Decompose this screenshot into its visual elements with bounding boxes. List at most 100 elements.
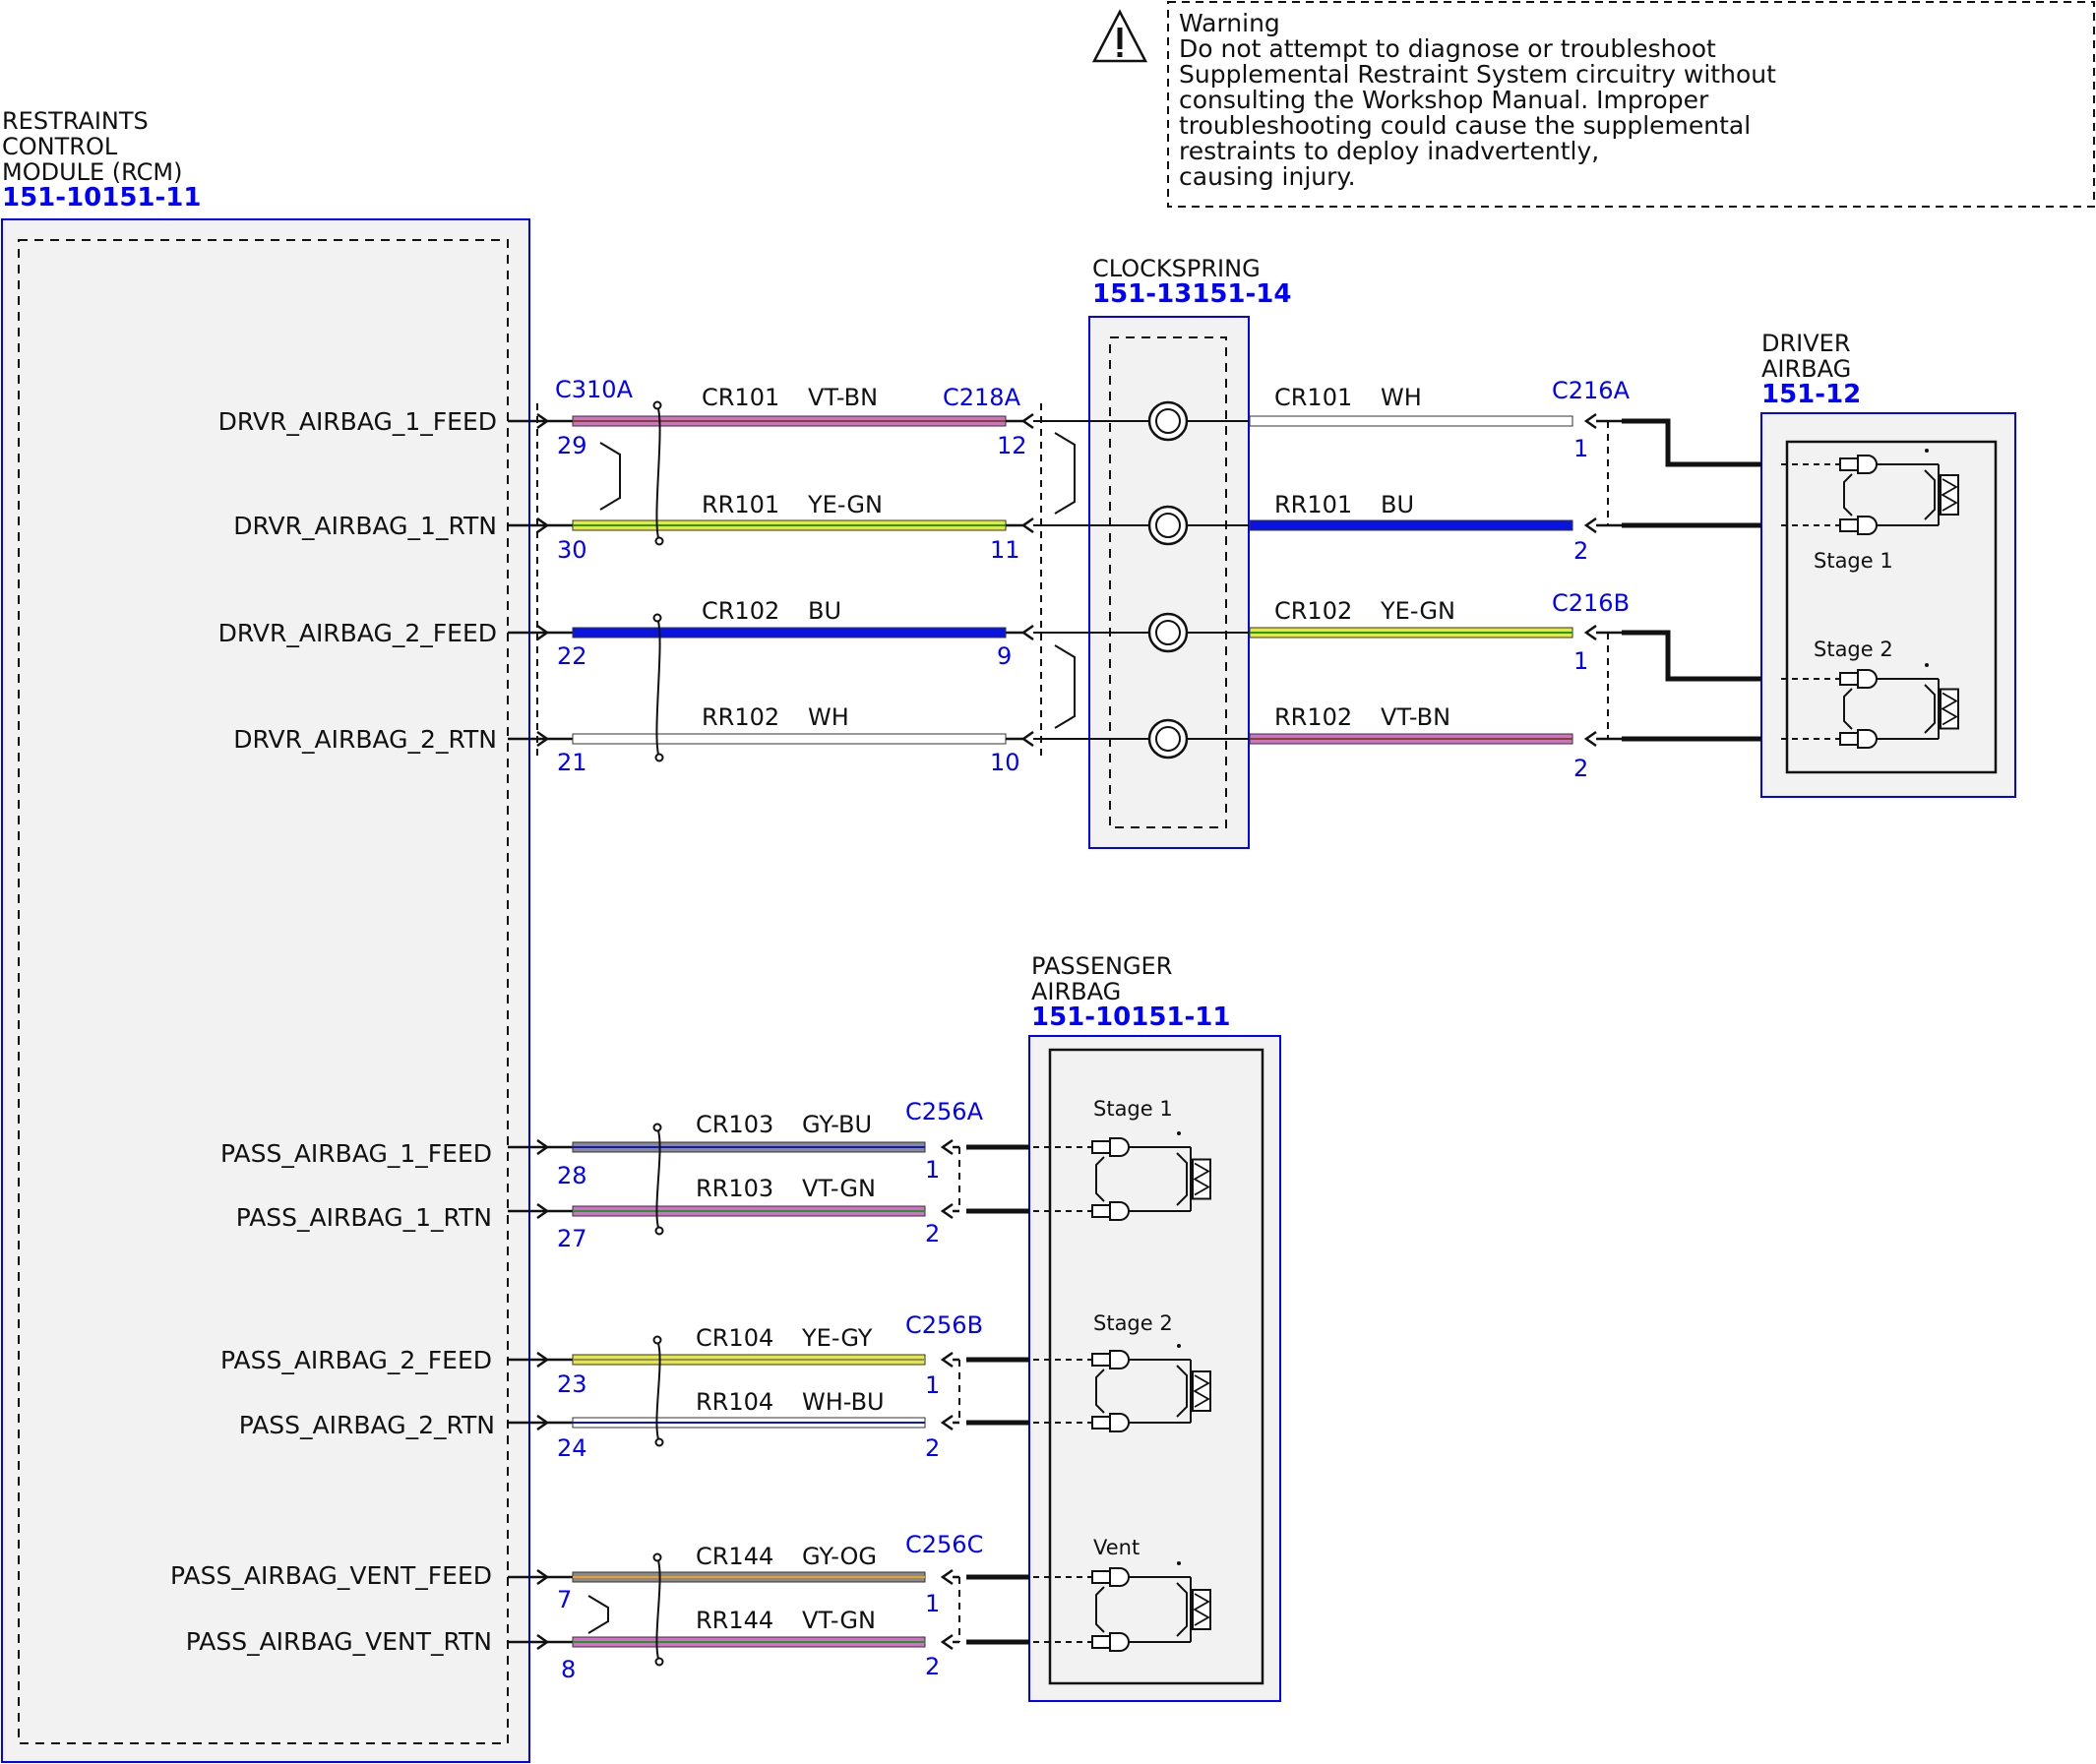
pin-number: 2	[925, 1653, 940, 1680]
warning-title: Warning	[1179, 9, 1280, 37]
twisted-pair-bracket	[599, 442, 621, 511]
clockspring-coil	[1147, 505, 1189, 546]
warning-line: Do not attempt to diagnose or troublesho…	[1179, 34, 1716, 63]
wire-color-code: WH	[1381, 384, 1422, 411]
passenger-stage-label: Stage 1	[1093, 1097, 1173, 1121]
pin-number: 1	[1573, 435, 1588, 462]
harness-bundle-end	[654, 1437, 664, 1447]
harness-bundle-end	[654, 1226, 664, 1236]
circuit-id: CR101	[702, 384, 779, 411]
clockspring: CLOCKSPRING 151-13151-14	[1088, 255, 1292, 849]
connector-label-c256a[interactable]: C256A	[905, 1098, 984, 1125]
harness-bundle-line	[655, 1556, 661, 1663]
pin-number: 11	[990, 536, 1020, 564]
pin-number: 21	[557, 749, 587, 776]
wire-color-code: YE-GY	[801, 1324, 873, 1352]
wire-color-code: GY-BU	[802, 1111, 872, 1138]
squib-symbol	[1033, 1561, 1211, 1652]
pin-number: 28	[557, 1162, 587, 1189]
squib-bracket	[1176, 1582, 1188, 1637]
shorting-bar	[1843, 473, 1853, 517]
rcm-ref-link[interactable]: 151-10151-11	[2, 183, 202, 213]
warning-line: Supplemental Restraint System circuitry …	[1179, 60, 1776, 89]
warning-icon	[1091, 9, 1148, 63]
connector-label-c218a[interactable]: C218A	[943, 384, 1021, 411]
wire-color-code: VT-GN	[802, 1607, 876, 1634]
clockspring-coil-inner	[1155, 408, 1181, 434]
circuit-id: CR102	[1274, 597, 1352, 625]
harness-bundle-line	[655, 404, 661, 542]
squib-contact	[1109, 1413, 1130, 1432]
connector-label-c256c[interactable]: C256C	[905, 1531, 983, 1558]
squib-element	[1193, 1162, 1210, 1196]
squib-polarity-dot	[1925, 663, 1929, 667]
clockspring-coil	[1147, 400, 1189, 442]
circuit-row: PASS_AIRBAG_1_FEED 28 CR103 GY-BU 1	[220, 1111, 940, 1189]
squib-bracket	[1924, 469, 1936, 520]
pin-number: 1	[1573, 647, 1588, 675]
circuit-row: DRVR_AIRBAG_1_RTN 30 RR101 YE-GN 11 RR10…	[233, 491, 1588, 565]
twisted-pair-bracket	[1054, 432, 1076, 515]
shorting-bar	[1095, 1156, 1105, 1202]
harness-wire	[1622, 418, 1761, 467]
signal-name: PASS_AIRBAG_1_FEED	[220, 1139, 492, 1168]
warning-box: Warning Do not attempt to diagnose or tr…	[1091, 1, 2095, 208]
clockspring-box	[1088, 316, 1250, 849]
squib-contact	[1109, 1137, 1130, 1157]
pin-number: 2	[1573, 537, 1588, 565]
connector-arrow	[1583, 412, 1597, 430]
connector-label-c256b[interactable]: C256B	[905, 1311, 983, 1339]
pin-number: 8	[561, 1656, 576, 1683]
connector-arrow	[940, 1633, 954, 1651]
pin-number: 9	[997, 642, 1012, 670]
wire-wh	[1249, 415, 1573, 427]
connector-arrow	[1020, 412, 1034, 430]
harness-bundle-line	[655, 617, 661, 759]
circuit-row: PASS_AIRBAG_1_RTN 27 RR103 VT-GN 2	[236, 1175, 941, 1252]
squib-pin	[1091, 1353, 1111, 1367]
signal-name: PASS_AIRBAG_VENT_RTN	[186, 1627, 492, 1656]
squib-polarity-dot	[1177, 1131, 1181, 1135]
clockspring-ref-link[interactable]: 151-13151-14	[1092, 279, 1292, 309]
squib-contact	[1109, 1632, 1130, 1652]
harness-bundle-end	[652, 1123, 662, 1132]
wire-color-code: BU	[808, 597, 841, 625]
passenger-airbag-ref-link[interactable]: 151-10151-11	[1031, 1003, 1231, 1032]
driver-airbag: DRIVER AIRBAG 151-12 Stage 1 Stage 2	[1760, 330, 2016, 798]
wire-bu	[572, 627, 1007, 639]
rcm-module: RESTRAINTS CONTROL MODULE (RCM) 151-1015…	[1, 107, 530, 1763]
squib-pin	[1091, 1416, 1111, 1429]
passenger-stage-label: Stage 2	[1093, 1311, 1173, 1335]
twisted-pair-bracket	[1054, 644, 1076, 729]
connector-label-c216b[interactable]: C216B	[1552, 589, 1630, 617]
pin-number: 1	[925, 1156, 940, 1184]
driver-airbag-inner	[1785, 440, 1998, 774]
pin-number: 2	[925, 1434, 940, 1462]
harness-bundle-end	[652, 613, 662, 623]
wire-bu	[1249, 519, 1573, 531]
harness-bundle-end	[654, 1657, 664, 1667]
rcm-box	[1, 218, 530, 1763]
pin-number: 30	[557, 536, 587, 564]
squib-contact	[1857, 669, 1878, 689]
connector-arrow	[940, 1138, 954, 1156]
connector-label-c216a[interactable]: C216A	[1552, 377, 1631, 404]
harness-bundle-line	[655, 1339, 661, 1443]
squib-bracket	[1924, 684, 1936, 734]
clockspring-name: CLOCKSPRING	[1092, 255, 1261, 282]
wire-color-code: GY-OG	[802, 1543, 877, 1570]
circuit-id: CR104	[696, 1324, 773, 1352]
clockspring-inner-border	[1109, 336, 1227, 828]
harness-bundle-end	[652, 1335, 662, 1345]
rcm-name: CONTROL	[2, 133, 118, 160]
connector-label-c310a[interactable]: C310A	[555, 376, 634, 403]
passenger-airbag: PASSENGER AIRBAG 151-10151-11 Stage 1 St…	[1028, 952, 1281, 1702]
shorting-bar	[1843, 688, 1853, 730]
connector-arrow	[940, 1568, 954, 1586]
driver-airbag-box	[1760, 412, 2016, 798]
pin-number: 22	[557, 642, 587, 670]
signal-name: PASS_AIRBAG_2_RTN	[239, 1411, 495, 1439]
squib-pin	[1091, 1635, 1111, 1649]
squib-contact	[1857, 455, 1878, 474]
driver-airbag-ref-link[interactable]: 151-12	[1761, 380, 1861, 409]
